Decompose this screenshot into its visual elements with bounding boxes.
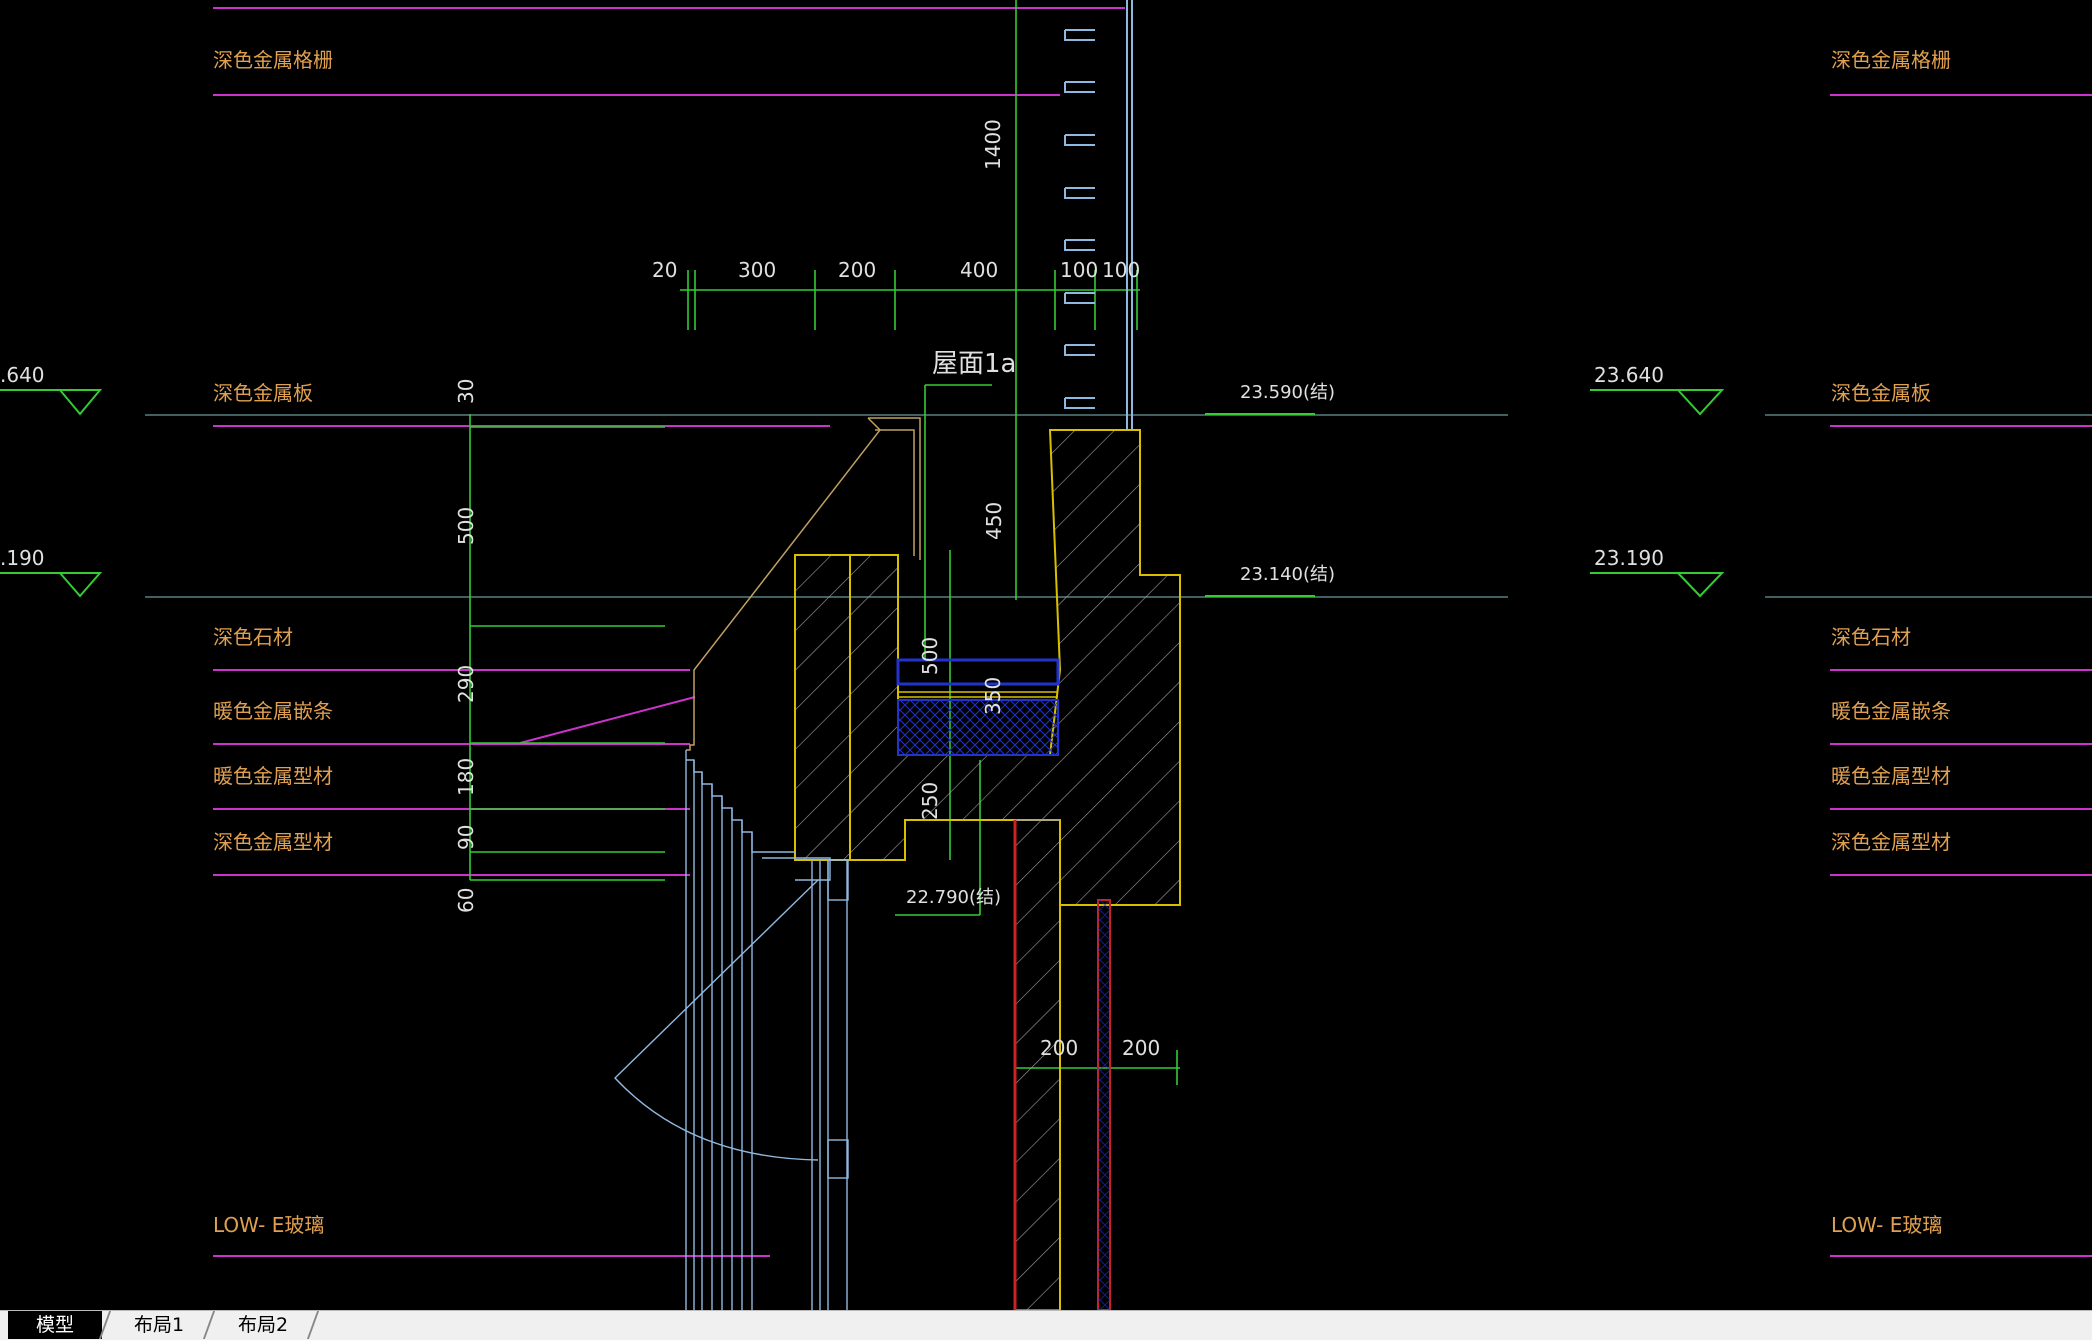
dim-vert-6: 60 [454,888,478,913]
label-glass-right: LOW- E玻璃 [1831,1213,1942,1237]
label-stone-right: 深色石材 [1831,625,1911,649]
label-warm-strip-left: 暖色金属嵌条 [213,699,333,723]
tab-layout2[interactable]: 布局2 [237,1314,289,1336]
dim-vert-1: 30 [454,379,478,404]
elevation-markers [0,389,1725,598]
dim-bottom-2: 200 [1122,1036,1160,1060]
label-panel-right: 深色金属板 [1831,381,1931,405]
dim-top-6: 100 [1102,258,1140,282]
cad-drawing-canvas[interactable]: 深色金属格栅 深色金属板 深色石材 暖色金属嵌条 暖色金属型材 深色金属型材 L… [0,0,2092,1310]
roof-layers [896,658,1060,756]
elevation-right-bottom: 23.190 [1594,546,1664,570]
label-stone-left: 深色石材 [213,625,293,649]
dim-roof-3: 350 [981,677,1005,715]
label-dark-profile-right: 深色金属型材 [1831,830,1951,854]
layout-tab-bar: 模型 布局1 布局2 [0,1310,2092,1340]
elevation-parapet-step: 23.140(结) [1240,564,1335,585]
elevation-slab-bottom: 22.790(结) [906,887,1001,908]
dim-vert-5: 90 [454,825,478,850]
label-glass-left: LOW- E玻璃 [213,1213,324,1237]
dim-top-5: 100 [1060,258,1098,282]
dim-roof-2: 500 [918,637,942,675]
dim-vert-2: 500 [454,507,478,545]
label-grille-left: 深色金属格栅 [213,48,333,72]
dim-top-3: 200 [838,258,876,282]
dim-grille-height: 1400 [981,119,1005,170]
elevation-parapet-top: 23.590(结) [1240,382,1335,403]
leader-lines-right [1830,94,2092,1257]
label-dark-profile-left: 深色金属型材 [213,830,333,854]
label-grille-right: 深色金属格栅 [1831,48,1951,72]
concrete-structure [794,429,1181,1310]
metal-grille [1064,0,1133,430]
label-warm-strip-right: 暖色金属嵌条 [1831,699,1951,723]
dim-bottom-1: 200 [1040,1036,1078,1060]
dim-vert-4: 180 [454,758,478,796]
curtain-wall [614,750,849,1310]
elevation-right-top: 23.640 [1594,363,1664,387]
dim-top-4: 400 [960,258,998,282]
elevation-left-top: .640 [0,363,45,387]
cladding-outline [686,417,921,751]
tab-model[interactable]: 模型 [8,1311,102,1339]
dim-roof-4: 250 [918,782,942,820]
dim-roof-1: 450 [982,502,1006,540]
elevation-left-bottom: .190 [0,546,45,570]
label-panel-left: 深色金属板 [213,381,313,405]
label-warm-profile-left: 暖色金属型材 [213,764,333,788]
leader-lines-left [213,7,1125,1257]
tab-layout1[interactable]: 布局1 [133,1314,185,1336]
dim-top-1: 20 [652,258,677,282]
roof-label: 屋面1a [932,349,1016,379]
dimension-lines [469,0,1180,1085]
dim-top-2: 300 [738,258,776,282]
label-warm-profile-right: 暖色金属型材 [1831,764,1951,788]
dim-vert-3: 290 [454,665,478,703]
